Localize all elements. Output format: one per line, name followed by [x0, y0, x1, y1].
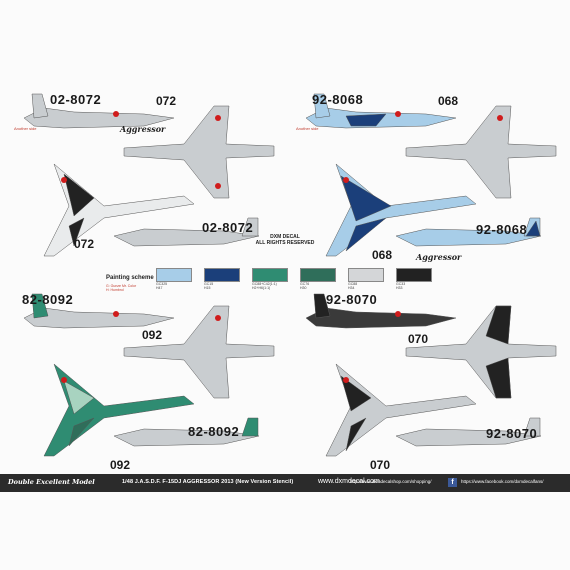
website-link[interactable]: www.dxmdecal.com — [318, 478, 380, 485]
swatch-0: GC325 H47 — [156, 268, 192, 290]
serial-bottom: 92-8070 — [486, 426, 538, 441]
serial-side: 92-8068 — [312, 92, 364, 107]
swatch-label-1: GC88+C42(1:1) — [252, 282, 277, 286]
bottom-side-view — [113, 217, 260, 247]
bottom-view — [325, 163, 477, 257]
painting-scheme-title: Painting scheme — [106, 275, 154, 281]
brand-logo: Double Excellent Model — [8, 478, 95, 486]
serial-nose-lower: 092 — [110, 458, 131, 472]
another-side-label: Another side — [14, 126, 37, 131]
bottom-side-view — [395, 417, 542, 447]
serial-bottom: 02-8072 — [202, 220, 254, 235]
color-swatch — [348, 268, 384, 282]
serial-bottom: 82-8092 — [188, 424, 240, 439]
swatch-label-1: GC76 — [300, 282, 310, 286]
swatch-label-1: GC325 — [156, 282, 168, 286]
swatch-label-1: GC15 — [204, 282, 214, 286]
top-view — [405, 305, 557, 399]
swatch-label-2: H47 — [156, 286, 163, 290]
serial-bottom: 92-8068 — [476, 222, 528, 237]
serial-nose-lower: 072 — [74, 237, 95, 251]
facebook-link[interactable]: https://www.facebook.com/dxmdecalfans/ — [461, 479, 544, 484]
color-swatch — [252, 268, 288, 282]
bottom-view — [325, 363, 477, 457]
swatch-4: GC88 H34 — [348, 268, 384, 290]
swatch-label-2: H30 — [300, 286, 307, 290]
another-side-label: Another side — [296, 126, 319, 131]
paint-note-2: H: Humbrol — [106, 288, 124, 292]
serial-side: 92-8070 — [326, 292, 378, 307]
side-view — [23, 293, 175, 329]
swatch-label-2: H33 — [396, 286, 403, 290]
color-swatch — [156, 268, 192, 282]
serial-nose: 072 — [156, 94, 177, 108]
profile-drawing-92-8070 — [305, 293, 557, 457]
color-swatch — [300, 268, 336, 282]
aircraft-profile-92-8068: 92-8068 068 068 92-8068 Another side Agg… — [296, 86, 566, 271]
copyright-line-1: DXM DECAL — [270, 234, 300, 240]
swatch-label-2: H15 — [204, 286, 211, 290]
swatch-3: GC76 H30 — [300, 268, 336, 290]
footer-bar: Double Excellent Model 1/48 J.A.S.D.F. F… — [0, 474, 570, 492]
profile-drawing-92-8068 — [305, 93, 557, 257]
painting-scheme: Painting scheme GC325 H47 GC15 H15 GC88+… — [106, 268, 466, 296]
color-swatch — [204, 268, 240, 282]
swatch-5: GC33 H33 — [396, 268, 432, 290]
side-view — [305, 93, 457, 129]
bottom-view — [43, 163, 195, 257]
serial-side: 82-8092 — [22, 292, 74, 307]
side-view — [23, 93, 175, 129]
bottom-view — [43, 363, 195, 457]
swatch-label-2: H34 — [348, 286, 355, 290]
bottom-side-view — [113, 417, 260, 447]
serial-nose-lower: 070 — [370, 458, 391, 472]
aggressor-text: Aggressor — [120, 124, 166, 134]
aircraft-profile-82-8092: 82-8092 092 092 82-8092 — [14, 286, 284, 472]
aggressor-text: Aggressor — [416, 252, 462, 262]
serial-nose: 068 — [438, 94, 459, 108]
shop-link[interactable]: http://www.dxmdecalshop.com/shopping/ — [350, 479, 432, 484]
serial-nose: 092 — [142, 328, 163, 342]
swatch-label-2: H2+H6(1:1) — [252, 286, 271, 290]
profile-drawing-82-8092 — [23, 293, 275, 457]
facebook-icon[interactable]: f — [448, 478, 457, 487]
swatch-1: GC15 H15 — [204, 268, 240, 290]
top-view — [405, 105, 557, 199]
serial-nose-lower: 068 — [372, 248, 393, 262]
paint-note-1: G: Gunze Mr. Color — [106, 284, 137, 288]
swatch-label-1: GC88 — [348, 282, 358, 286]
copyright-line-2: ALL RIGHTS RESERVED — [255, 240, 315, 246]
side-view — [305, 293, 457, 329]
product-title: 1/48 J.A.S.D.F. F-15DJ AGGRESSOR 2013 (N… — [122, 479, 294, 485]
aircraft-profile-92-8070: 92-8070 070 070 92-8070 — [296, 286, 566, 472]
aircraft-profile-02-8072: 02-8072 072 072 02-8072 Another side Agg… — [14, 86, 284, 271]
swatch-2: GC88+C42(1:1) H2+H6(1:1) — [252, 268, 288, 290]
swatch-label-1: GC33 — [396, 282, 406, 286]
hinomaru-side — [113, 111, 119, 117]
serial-nose: 070 — [408, 332, 429, 346]
dxm-copyright-logo: DXM DECAL ALL RIGHTS RESERVED — [248, 234, 322, 246]
color-swatch — [396, 268, 432, 282]
serial-side: 02-8072 — [50, 92, 102, 107]
bottom-side-view — [395, 217, 542, 247]
top-view — [123, 305, 275, 399]
profile-drawing-02-8072 — [23, 93, 275, 257]
top-view — [123, 105, 275, 199]
